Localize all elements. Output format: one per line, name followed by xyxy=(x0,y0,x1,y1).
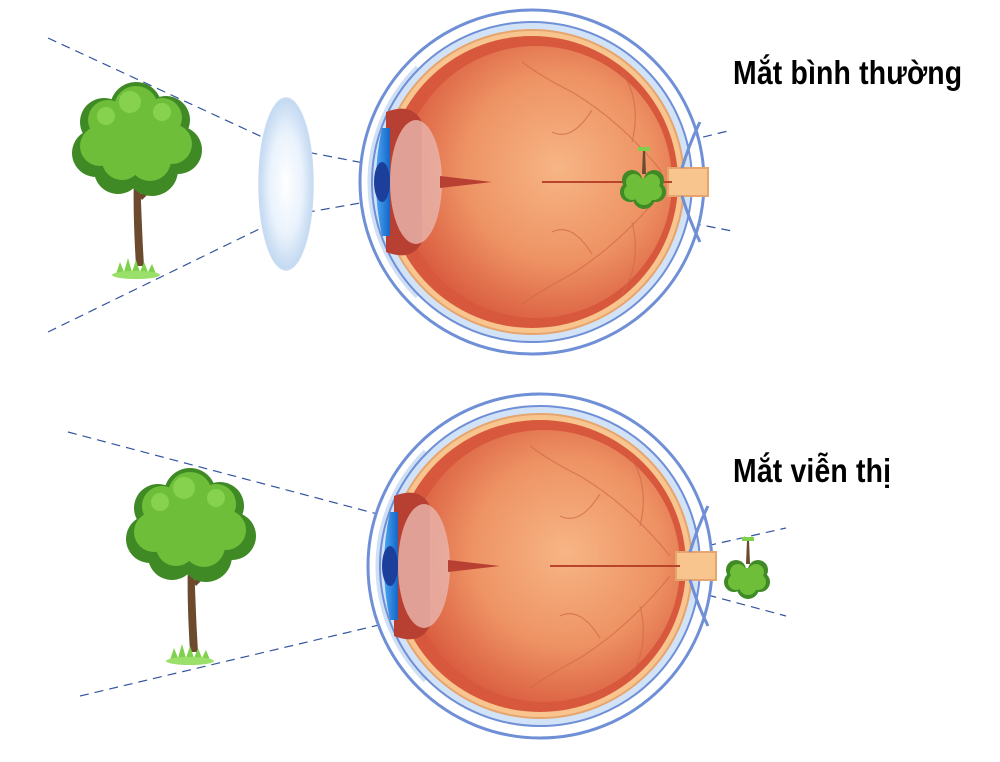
normal-eye-label: Mắt bình thường xyxy=(733,54,963,91)
hyperopic-eye-label: Mắt viễn thị xyxy=(733,452,892,489)
convex-lens-icon xyxy=(258,97,314,271)
eye-icon xyxy=(368,394,716,738)
inverted-tree-image-icon xyxy=(724,537,770,599)
hyperopic-eye-panel xyxy=(67,394,787,738)
tree-icon xyxy=(72,82,202,279)
normal-eye-panel xyxy=(47,10,733,354)
tree-icon xyxy=(126,468,256,665)
